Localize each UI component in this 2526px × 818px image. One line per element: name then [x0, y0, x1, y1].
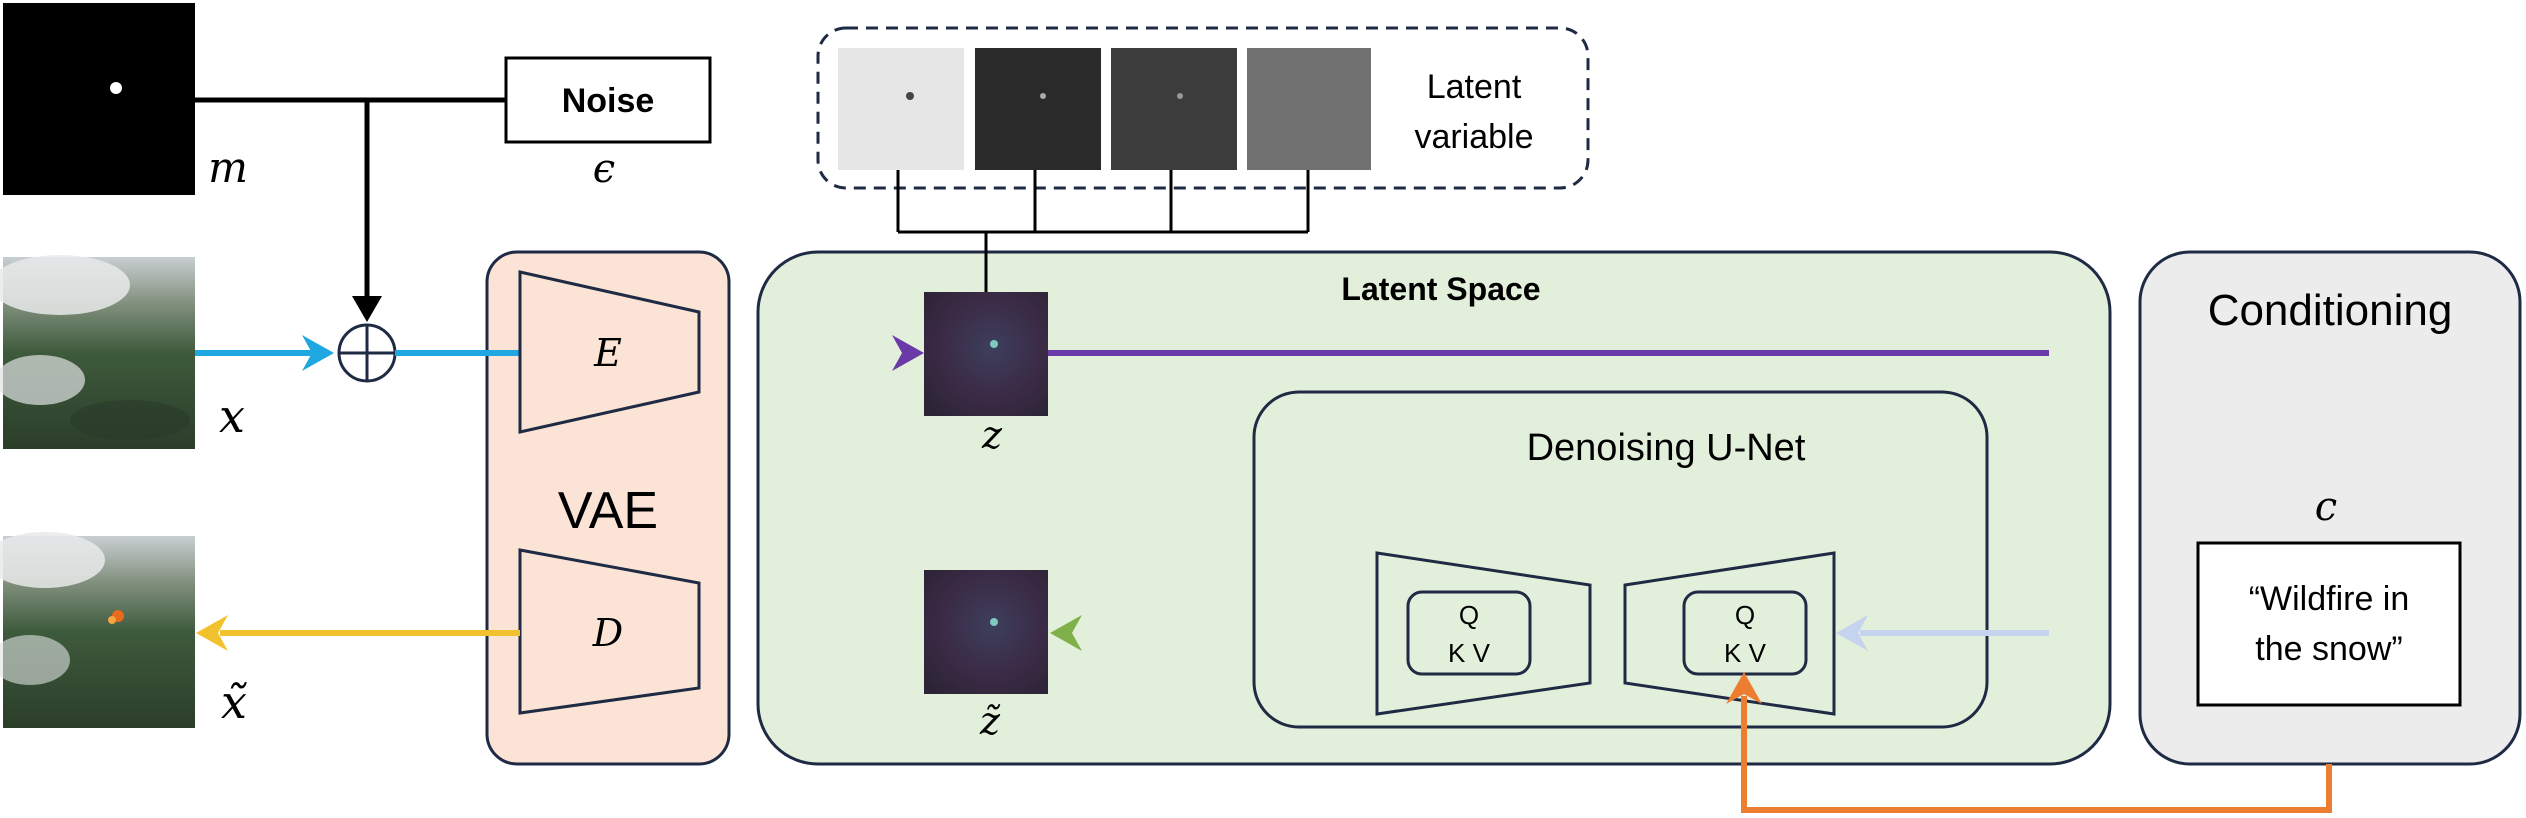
conditioning-line [1741, 696, 2332, 813]
output-label: x̃ [221, 675, 247, 729]
z-latent-image [924, 292, 1048, 416]
mask-label: m [208, 143, 248, 192]
z-tilde-label: z̃ [979, 699, 1001, 743]
prompt-box [2196, 541, 2462, 707]
unet-to-ztilde-arrowhead [1050, 615, 1082, 651]
prompt-line1: “Wildfire in [2249, 580, 2410, 618]
cross-attention-left [1406, 590, 1532, 676]
mask-dot [110, 82, 122, 94]
unet-title: Denoising U-Net [1527, 427, 1806, 469]
attn-left-kv: K V [1448, 638, 1491, 668]
latent-sample-3 [1111, 48, 1237, 170]
latent-sample-4 [1247, 48, 1371, 170]
encoder-label: E [593, 331, 622, 375]
latent-variable-label-line1: Latent [1427, 68, 1522, 106]
latent-sample-3-dot [1177, 93, 1183, 99]
merge-arrowhead [352, 296, 382, 322]
epsilon-label: ϵ [593, 146, 615, 192]
noise-box [504, 56, 712, 144]
z-tilde-latent-dot [990, 618, 998, 626]
mask-image [3, 3, 195, 195]
input-image [0, 255, 195, 449]
input-label: x [219, 389, 245, 443]
latent-bracket [896, 170, 1310, 292]
latent-sample-2 [975, 48, 1101, 170]
z-label: z [981, 413, 1003, 457]
conditioning-title: Conditioning [2208, 286, 2453, 335]
z-latent-dot [990, 340, 998, 348]
latent-variable-label-line2: variable [1414, 118, 1533, 156]
output-arrowhead [196, 615, 228, 651]
latent-space-title: Latent Space [1341, 271, 1540, 307]
decoder-label: D [592, 611, 623, 655]
unet-input-arrowhead [1836, 615, 1868, 651]
input-arrowhead [302, 335, 334, 371]
latent-sample-1 [838, 48, 964, 170]
c-label: c [2315, 484, 2337, 530]
latent-sample-1-dot [906, 92, 914, 100]
conditioning-arrowhead [1726, 672, 1762, 704]
add-operator-icon [337, 323, 397, 383]
decoder-block [518, 548, 701, 715]
attn-left-q: Q [1459, 600, 1479, 630]
vae-label: VAE [558, 482, 658, 540]
attn-right-kv: K V [1724, 638, 1767, 668]
noise-label: Noise [562, 82, 655, 120]
encoder-block [518, 270, 701, 434]
encoder-to-z-arrowhead [892, 335, 924, 371]
output-image [0, 532, 195, 728]
prompt-line2: the snow” [2255, 630, 2402, 668]
latent-sample-2-dot [1040, 93, 1046, 99]
attn-right-q: Q [1735, 600, 1755, 630]
z-tilde-latent-image [924, 570, 1048, 694]
latent-sample-4-texture [1247, 48, 1371, 170]
